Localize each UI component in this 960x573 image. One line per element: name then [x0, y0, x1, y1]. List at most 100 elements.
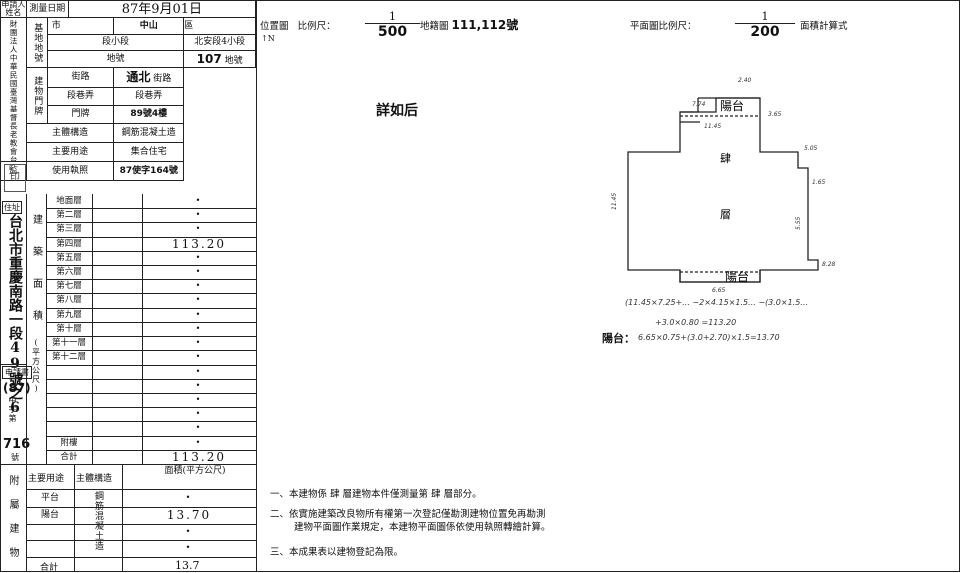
floor-row: • — [46, 378, 256, 394]
section-value: 北安段4小段 — [183, 34, 256, 51]
map-number: 111,112號 — [451, 18, 519, 32]
cert-label: 申請書 — [2, 366, 32, 379]
floor-divider — [142, 378, 143, 393]
floor-area: 113.20 — [172, 449, 226, 464]
floor-divider — [142, 449, 143, 464]
floor-divider — [142, 265, 143, 280]
floor-area: • — [195, 252, 203, 262]
north-arrow: ↑N — [261, 34, 275, 43]
floor-row: • — [46, 392, 256, 409]
floor-area: • — [195, 352, 203, 362]
plan-calc-label: 面積計算式 — [800, 21, 848, 32]
address-divider — [0, 364, 26, 365]
house-number: 89號4樓 — [113, 105, 185, 124]
floor-name: 第五層 — [46, 250, 93, 266]
applicant-seal: 印 — [4, 164, 26, 192]
floor-divider — [142, 293, 143, 308]
attached-col-border-2 — [122, 465, 123, 571]
city-label: 市 — [46, 17, 115, 35]
plan-scale-den: 200 — [750, 24, 780, 40]
floor-name: 第四層 — [46, 236, 93, 251]
plan-scale-num: 1 — [735, 10, 795, 24]
floors-right-border — [256, 0, 257, 572]
floors-unit-label: (平方公尺) — [31, 338, 41, 394]
floor-name — [46, 407, 93, 422]
area-formula-1: (11.45×7.25+... −2×4.15×1.5... −(3.0×1.5… — [625, 298, 808, 307]
floor-divider — [142, 321, 143, 337]
floor-name: 第八層 — [46, 293, 93, 308]
location-scale-num: 1 — [365, 10, 420, 24]
floor-row: 第七層• — [46, 279, 256, 295]
permit-value: 87使字164號 — [113, 161, 185, 181]
floor-name — [46, 392, 93, 408]
floor-divider — [142, 250, 143, 266]
attached-col-area: 面積(平方公尺) — [164, 466, 226, 476]
lane-label: 段巷弄 — [46, 87, 115, 106]
lane-value: 段巷弄 — [113, 87, 185, 106]
plan-scale-fraction: 1 200 — [735, 10, 795, 40]
floor-divider — [142, 208, 143, 223]
attached-header-border — [26, 489, 256, 490]
floor-area: • — [195, 380, 203, 390]
floor-area: • — [195, 281, 203, 291]
floor-name: 第十二層 — [46, 350, 93, 365]
balcony-bottom-outline — [679, 270, 761, 283]
floor-row: 附樓• — [46, 435, 256, 451]
attached-col-struct: 主體構造 — [76, 474, 113, 484]
location-scale-label: 比例尺： — [297, 21, 336, 32]
floor-area: • — [195, 394, 203, 404]
attached-use: 平台 — [40, 493, 59, 503]
floor-area: • — [195, 309, 203, 319]
floor-area: • — [195, 295, 203, 305]
location-scale-den: 500 — [377, 24, 408, 40]
applicant-column-border — [0, 194, 27, 465]
floor-row: 地面層• — [46, 194, 256, 210]
floors-side-cell: 建築面積 (平方公尺) — [26, 194, 47, 465]
dim-8: 5.55 — [795, 216, 802, 230]
balcony-calc-label: 陽台： — [602, 332, 635, 345]
floor-row: 第十一層• — [46, 336, 256, 352]
map-ref: 地籍圖 111,112號 — [420, 16, 518, 33]
balcony-top-label: 陽台 — [720, 98, 744, 113]
dim-9: 8.28 — [822, 261, 836, 268]
attached-total-border — [26, 557, 256, 558]
district-label: 區 — [183, 17, 256, 35]
attached-area: • — [185, 493, 193, 502]
dim-1: 2.40 — [738, 77, 752, 84]
survey-date: 87年9月01日 — [67, 0, 257, 18]
street-cell: 通北 街路 — [113, 67, 185, 88]
floor-name: 第二層 — [46, 208, 93, 223]
attached-area: • — [185, 526, 193, 536]
floor-area: • — [195, 210, 203, 220]
floor-name: 地面層 — [46, 194, 93, 209]
attached-side-label: 附屬建物 — [7, 475, 18, 571]
location-title: 位置圖 比例尺： — [260, 18, 336, 32]
use-value: 集合住宅 — [113, 142, 185, 162]
balcony-bottom-label: 陽台 — [725, 269, 749, 284]
applicant-label: 申請人姓名 — [0, 0, 27, 18]
cert-number: 716 — [3, 437, 31, 452]
floor-divider — [142, 392, 143, 408]
location-label: 位置圖 — [260, 21, 289, 32]
district-value: 中山 — [113, 17, 185, 35]
floor-row: • — [46, 421, 256, 437]
dim-10: 6.65 — [712, 287, 726, 294]
cert-zi: 中字第 — [8, 396, 17, 423]
dim-7: 1.65 — [812, 179, 826, 186]
structure-label: 主體構造 — [25, 123, 115, 143]
floor-area: • — [195, 338, 203, 348]
floor-name: 第十層 — [46, 321, 93, 337]
floor-row: 第二層 • — [46, 208, 256, 224]
attached-area: 13.70 — [166, 507, 212, 522]
street-value: 通北 — [126, 70, 151, 84]
plan-scale-label: 平面圖比例尺： — [630, 21, 697, 32]
applicant-name: 財團法人中華民國臺灣基督長老教會台北中會 — [9, 20, 19, 162]
section-label: 段小段 — [46, 34, 185, 51]
floor-row: 第八層 • — [46, 293, 256, 309]
floor-divider — [142, 307, 143, 322]
floor-row: 第十層• — [46, 321, 256, 338]
dim-6: 11.45 — [611, 193, 618, 210]
